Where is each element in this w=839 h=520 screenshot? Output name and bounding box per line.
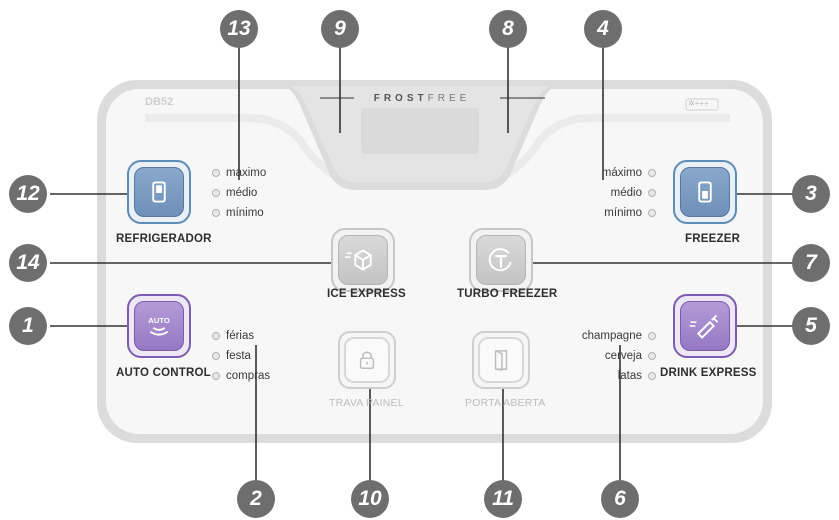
trava-painel-button[interactable]	[338, 331, 396, 389]
callout-7: 7	[792, 244, 830, 282]
drink-mode-cerveja: cerveja	[560, 346, 656, 366]
callout-14: 14	[9, 244, 47, 282]
callout-13: 13	[220, 10, 258, 48]
callout-2: 2	[237, 480, 275, 518]
callout-9: 9	[321, 10, 359, 48]
auto-mode-list: férias festa compras	[212, 326, 270, 386]
turbo-freezer-button-face	[476, 235, 526, 285]
refrigerador-level-medio: médio	[212, 183, 266, 203]
auto-mode-compras: compras	[212, 366, 270, 386]
freezer-level-list: máximo médio mínimo	[572, 163, 656, 223]
auto-icon-text: AUTO	[148, 316, 170, 325]
freezer-level-medio: médio	[572, 183, 656, 203]
switch-icon	[698, 181, 712, 203]
drink-mode-champagne: champagne	[560, 326, 656, 346]
energy-badge-frame	[685, 98, 719, 111]
porta-aberta-label: PORTA ABERTA	[465, 397, 546, 409]
switch-icon	[152, 181, 166, 203]
callout-5: 5	[792, 307, 830, 345]
bottle-icon	[689, 314, 719, 339]
brand-free: FREE	[427, 93, 471, 104]
indicator-dot	[212, 371, 220, 380]
energy-badge: ✲+++	[688, 99, 709, 108]
lock-icon	[359, 351, 375, 369]
indicator-dot	[648, 208, 656, 217]
freezer-level-minimo: mínimo	[572, 203, 656, 223]
model-label: DB52	[145, 96, 174, 108]
callout-6: 6	[601, 480, 639, 518]
refrigerador-level-list: máximo médio mínimo	[212, 163, 266, 223]
indicator-dot	[212, 168, 220, 177]
display-screen	[361, 108, 479, 154]
indicator-dot	[212, 188, 220, 197]
porta-aberta-button[interactable]	[472, 331, 530, 389]
auto-mode-ferias: férias	[212, 326, 270, 346]
freezer-label: FREEZER	[685, 233, 741, 245]
brand-frost: FROST	[373, 93, 428, 104]
turbo-icon	[488, 248, 512, 272]
porta-aberta-button-face	[478, 337, 524, 383]
ice-cube-icon	[344, 249, 372, 271]
drink-mode-latas: latas	[560, 366, 656, 386]
callout-3: 3	[792, 175, 830, 213]
drink-express-button-face	[680, 301, 730, 351]
callout-8: 8	[489, 10, 527, 48]
refrigerador-button-face	[134, 167, 184, 217]
auto-control-label: AUTO CONTROL	[116, 367, 211, 379]
drink-express-label: DRINK EXPRESS	[660, 367, 757, 379]
drink-express-button[interactable]	[673, 294, 737, 358]
indicator-dot	[212, 351, 220, 360]
freezer-button[interactable]	[673, 160, 737, 224]
auto-control-button-face: AUTO	[134, 301, 184, 351]
auto-mode-festa: festa	[212, 346, 270, 366]
refrigerador-level-minimo: mínimo	[212, 203, 266, 223]
indicator-dot	[212, 331, 220, 340]
panel-face	[106, 89, 763, 434]
refrigerador-level-maximo: máximo	[212, 163, 266, 183]
callout-lines	[50, 46, 800, 485]
turbo-freezer-button[interactable]	[469, 228, 533, 292]
indicator-dot	[212, 208, 220, 217]
auto-control-button[interactable]: AUTO	[127, 294, 191, 358]
brand-logo: FROSTFREE	[362, 93, 482, 104]
indicator-dot	[648, 168, 656, 177]
callout-1: 1	[9, 307, 47, 345]
indicator-dot	[648, 371, 656, 380]
ice-express-label: ICE EXPRESS	[327, 288, 406, 300]
auto-wave-icon: AUTO	[148, 316, 170, 336]
refrigerador-button[interactable]	[127, 160, 191, 224]
callout-10: 10	[351, 480, 389, 518]
trava-painel-button-face	[344, 337, 390, 383]
trava-painel-label: TRAVA PAINEL	[329, 397, 404, 409]
callout-12: 12	[9, 175, 47, 213]
turbo-freezer-label: TURBO FREEZER	[457, 288, 558, 300]
freezer-level-maximo: máximo	[572, 163, 656, 183]
ice-express-button[interactable]	[331, 228, 395, 292]
freezer-button-face	[680, 167, 730, 217]
indicator-dot	[648, 331, 656, 340]
callout-4: 4	[584, 10, 622, 48]
door-icon	[494, 350, 508, 371]
indicator-dot	[648, 351, 656, 360]
drink-mode-list: champagne cerveja latas	[560, 326, 656, 386]
callout-11: 11	[484, 480, 522, 518]
indicator-dot	[648, 188, 656, 197]
refrigerador-label: REFRIGERADOR	[116, 233, 212, 245]
ice-express-button-face	[338, 235, 388, 285]
